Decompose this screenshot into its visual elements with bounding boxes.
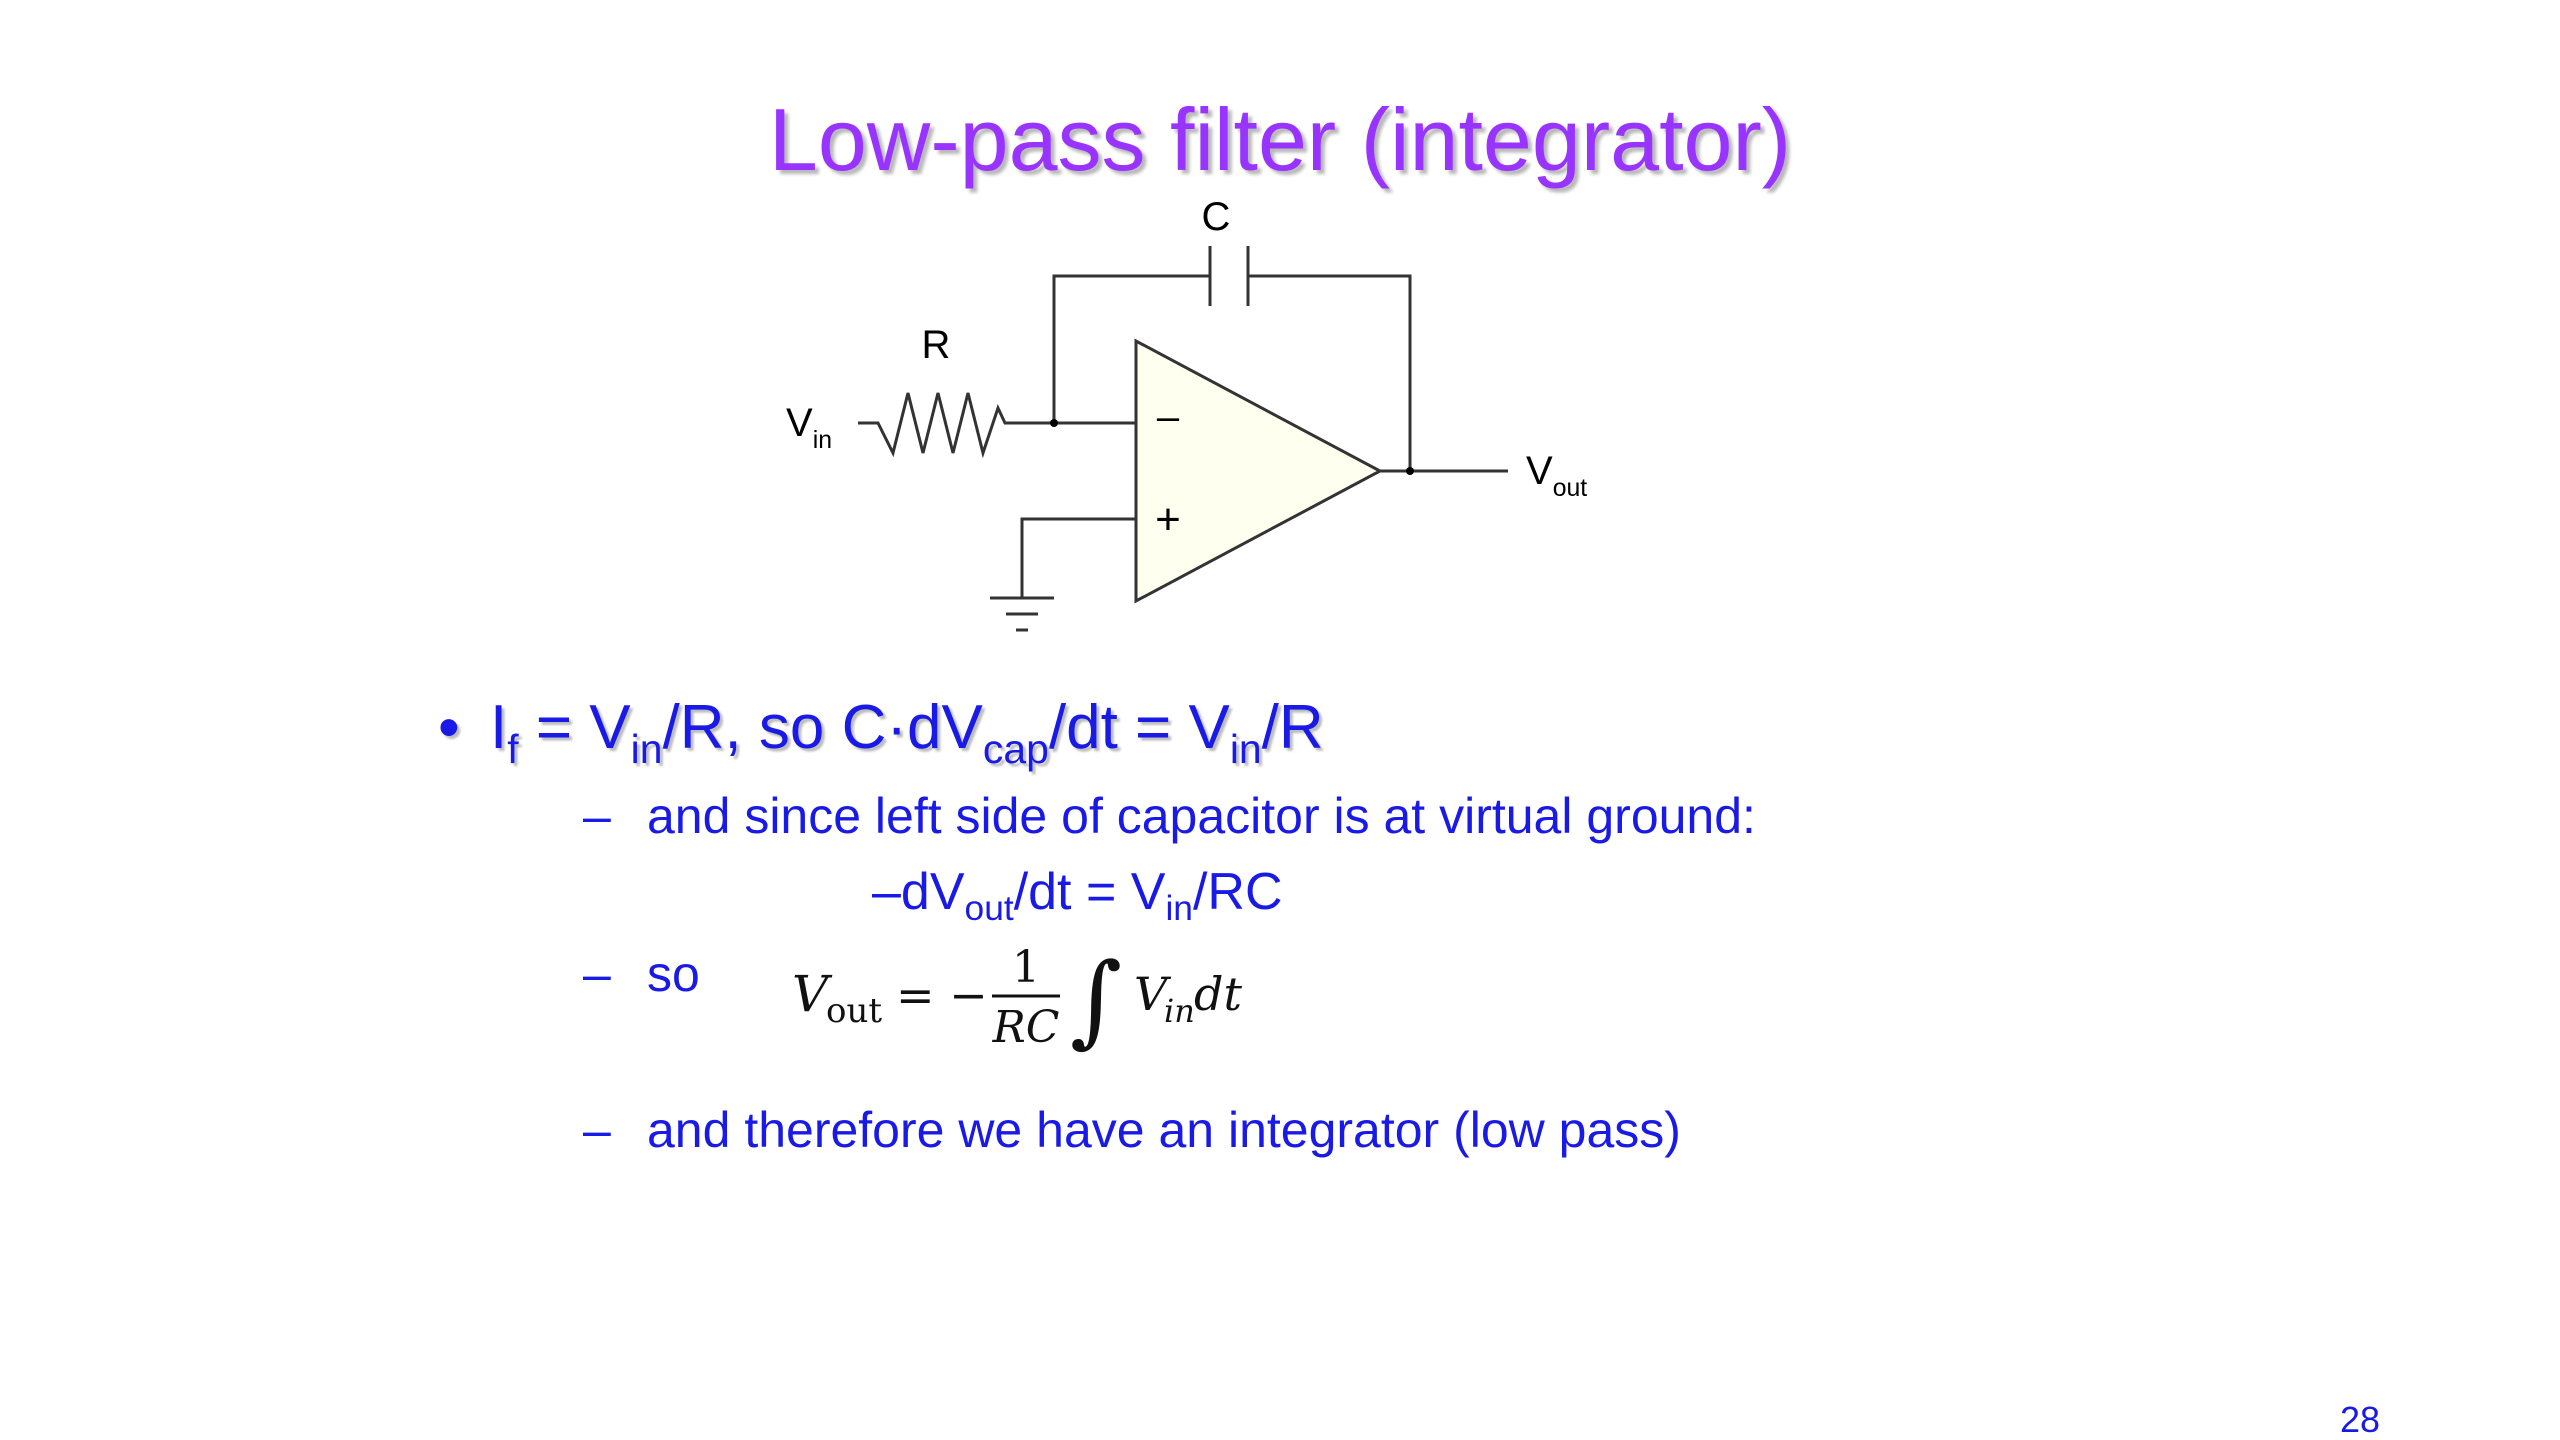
formula-integrand: V	[1134, 967, 1172, 1021]
formula-integrand-subscript: in	[1164, 992, 1195, 1030]
formula-lhs: V	[792, 965, 833, 1023]
junction-dot-output	[1406, 467, 1414, 475]
resistor-symbol	[858, 392, 1136, 459]
sub-item-dash: –	[583, 788, 611, 844]
bullet-text-3: /R, so C·dV	[662, 693, 983, 762]
inverting-input-sign: –	[1157, 395, 1180, 439]
equation-text-3: /RC	[1192, 863, 1283, 921]
output-voltage-subscript: out	[1553, 475, 1588, 502]
formula-differential: dt	[1194, 967, 1242, 1021]
sub-item-conclusion: – and therefore we have an integrator (l…	[583, 1098, 1681, 1162]
bullet-text-5: /R	[1261, 693, 1324, 762]
slide-title: Low-pass filter (integrator)	[768, 90, 1792, 189]
equation-text-1: –dV	[872, 863, 965, 921]
sub-item-dash: –	[583, 1102, 611, 1158]
op-amp-symbol	[1134, 338, 1384, 604]
bullet-text-4: /dt = V	[1048, 693, 1230, 762]
input-voltage-letter: V	[786, 401, 813, 445]
input-voltage-label: Vin	[786, 401, 832, 454]
capacitor-label: C	[1202, 195, 1231, 239]
equation-text-2: /dt = V	[1013, 863, 1166, 921]
formula-numerator: 1	[1012, 942, 1040, 993]
sub-item-virtual-ground: – and since left side of capacitor is at…	[583, 784, 1756, 848]
equation-sub-2: in	[1165, 889, 1193, 929]
input-voltage-subscript: in	[813, 427, 832, 454]
sub-item-so: – so	[583, 942, 700, 1006]
sub-item-dash: –	[583, 946, 611, 1002]
feedback-wire-right	[1248, 274, 1412, 471]
feedback-wire-left	[1052, 274, 1210, 423]
bullet-text-1: I	[490, 693, 508, 762]
output-voltage-label: Vout	[1526, 449, 1587, 502]
bullet-sub-3: cap	[982, 725, 1049, 772]
formula-equals: = −	[896, 968, 988, 1022]
bullet-sub-4: in	[1229, 725, 1262, 772]
resistor-label: R	[922, 323, 951, 367]
page-number: 28	[2339, 1399, 2380, 1440]
bullet-text-2: = V	[518, 693, 631, 762]
integrator-formula: V out = − 1 RC ∫ V in dt	[792, 941, 1242, 1058]
derivative-equation: –dVout/dt = Vin/RC	[872, 860, 1283, 930]
bullet-marker: •	[438, 693, 460, 762]
integral-sign: ∫	[1070, 941, 1122, 1058]
equation-sub-1: out	[964, 889, 1014, 929]
formula-denominator: RC	[992, 1002, 1060, 1053]
sub-item-text: and therefore we have an integrator (low…	[647, 1102, 1681, 1158]
ground-wire	[1020, 517, 1136, 598]
bullet-sub-1: f	[507, 725, 519, 772]
bullet-sub-2: in	[630, 725, 663, 772]
formula-lhs-subscript: out	[826, 991, 882, 1031]
sub-item-text: so	[647, 946, 700, 1002]
junction-dot-input	[1050, 419, 1058, 427]
noninverting-input-sign: +	[1155, 495, 1181, 544]
main-bullet: • If = Vin/R, so C·dVcap/dt = Vin/R	[438, 688, 1324, 774]
output-voltage-letter: V	[1526, 449, 1553, 493]
sub-item-text: and since left side of capacitor is at v…	[647, 788, 1756, 844]
